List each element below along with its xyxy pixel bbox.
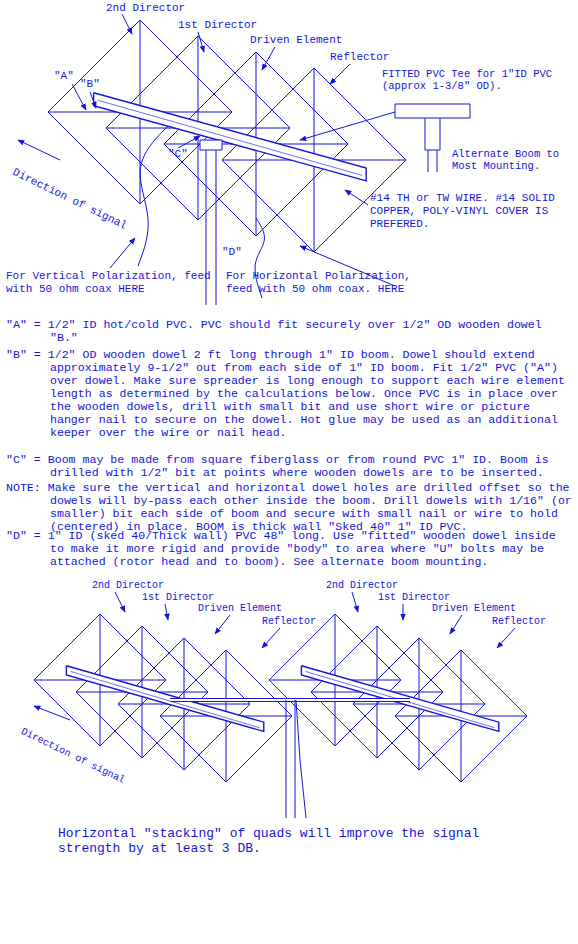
- mast-clamp: [200, 140, 222, 150]
- leader-arrow: [497, 628, 515, 648]
- mast: [216, 142, 217, 305]
- part-label: 1st Director: [178, 19, 257, 32]
- part-label: Driven Element: [250, 34, 342, 47]
- leader-arrow: [115, 592, 125, 612]
- cross-boom-inner: [170, 699, 410, 701]
- boom: [94, 93, 367, 181]
- part-label: Reflector: [492, 616, 546, 628]
- leader-arrow: [330, 64, 350, 84]
- note-text: "B" = 1/2" OD wooden dowel 2 ft long thr…: [6, 348, 572, 439]
- part-label: Direction of signal: [10, 166, 128, 233]
- part-label: 2nd Director: [106, 2, 185, 15]
- note-text: NOTE: Make sure the vertical and horizon…: [6, 481, 572, 533]
- part-label: Driven Element: [198, 603, 282, 615]
- mast-stub: [437, 150, 438, 172]
- part-label: Reflector: [262, 616, 316, 628]
- coax-vertical-feed: [138, 126, 168, 266]
- part-label: 2nd Director: [92, 580, 164, 592]
- mast: [295, 700, 296, 818]
- tee-stem: [425, 118, 440, 150]
- part-label: 1st Director: [142, 592, 214, 604]
- leader-arrow: [122, 14, 132, 34]
- note-text: "A" = 1/2" ID hot/cold PVC. PVC should f…: [6, 318, 572, 344]
- mast: [286, 700, 287, 818]
- leader-arrow: [215, 615, 230, 634]
- boom-edge: [98, 100, 363, 175]
- part-label: Driven Element: [432, 603, 516, 615]
- leader-arrow: [403, 604, 404, 620]
- part-label: Horizontal "stacking" of quads will impr…: [58, 826, 508, 856]
- mast-stub: [428, 150, 429, 172]
- part-label: 2nd Director: [326, 580, 398, 592]
- leader-arrow: [262, 47, 275, 70]
- part-label: "B": [80, 78, 100, 91]
- coax: [296, 700, 306, 818]
- part-label: Reflector: [330, 51, 389, 64]
- part-label: For Vertical Polarization, feed with 50 …: [6, 270, 211, 296]
- direction-arrow: [18, 140, 60, 160]
- part-label: "D": [222, 246, 242, 259]
- leader-arrow: [110, 238, 135, 268]
- part-label: Alternate Boom to Most Mounting.: [452, 148, 570, 172]
- leader-arrow: [300, 112, 395, 140]
- leader-arrow: [345, 190, 368, 205]
- note-text: "D" = 1" ID (sked 40/Thick wall) PVC 48"…: [6, 529, 572, 568]
- leader-arrow: [165, 604, 168, 620]
- leader-arrow: [262, 628, 280, 648]
- tee-boom: [395, 104, 470, 118]
- part-label: 1st Director: [378, 592, 450, 604]
- leader-arrow: [352, 592, 358, 612]
- direction-arrow: [34, 706, 70, 720]
- leader-arrow: [198, 32, 204, 52]
- part-label: For Horizontal Polarization, feed with 5…: [226, 270, 441, 296]
- part-label: "A": [54, 70, 74, 83]
- leader-arrow: [450, 615, 462, 634]
- part-label: "C": [168, 148, 188, 161]
- part-label: #14 TH or TW WIRE. #14 SOLID COPPER, POL…: [370, 192, 570, 231]
- note-text: "C" = Boom may be made from square fiber…: [6, 453, 572, 479]
- leader-arrow: [90, 92, 96, 108]
- part-label: FITTED PVC Tee for 1"ID PVC (approx 1-3/…: [382, 68, 574, 92]
- cross-boom: [170, 698, 410, 702]
- leader-arrow: [178, 136, 200, 148]
